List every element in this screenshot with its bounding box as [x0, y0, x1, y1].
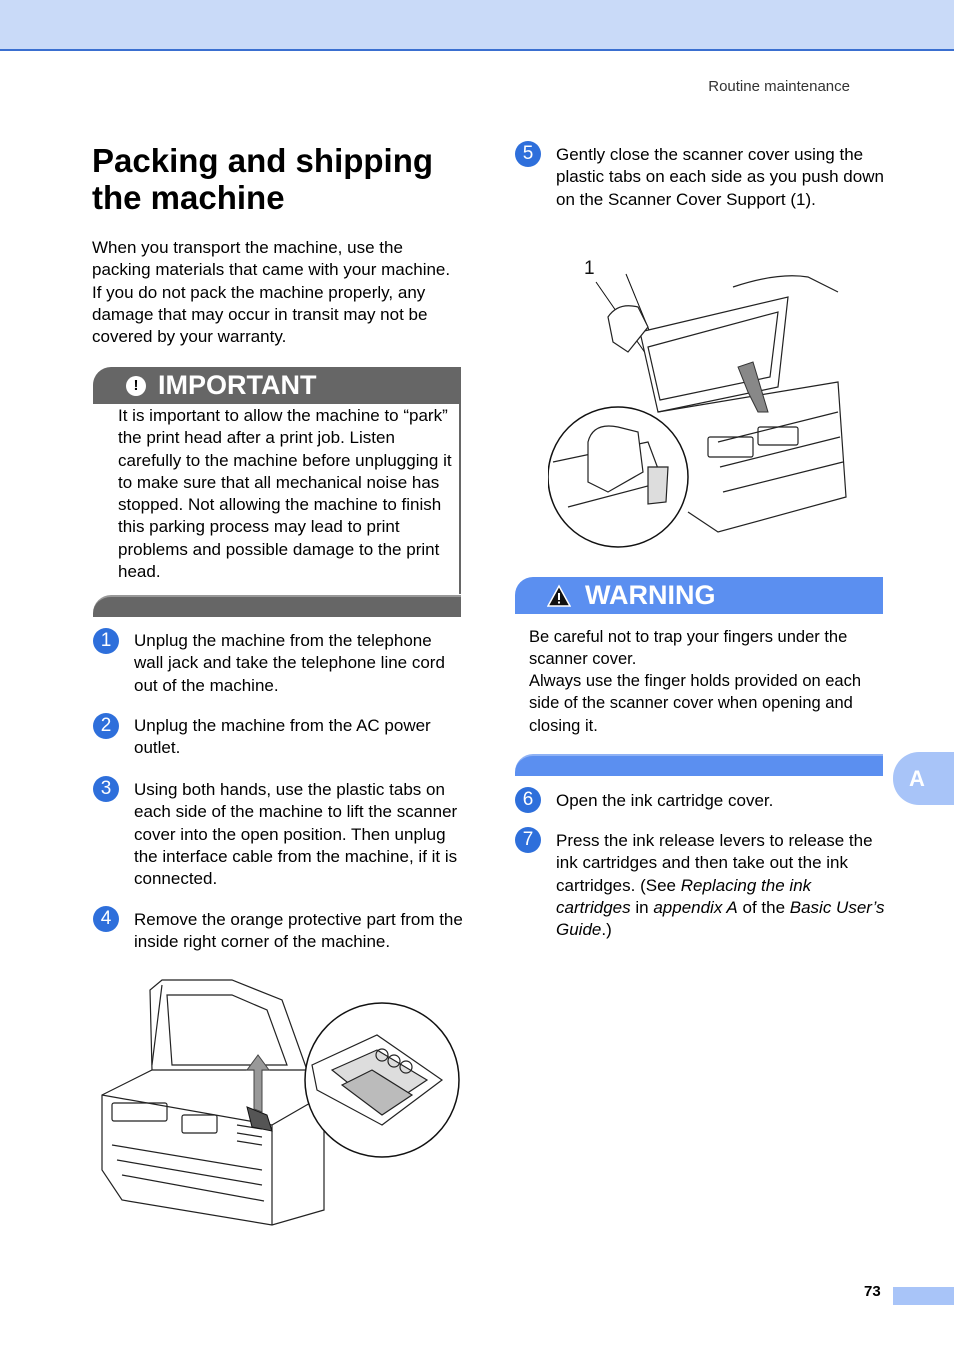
- step-3-text: Using both hands, use the plastic tabs o…: [134, 780, 458, 889]
- step-number-7: 7: [515, 827, 541, 853]
- step-5-text: Gently close the scanner cover using the…: [556, 145, 884, 209]
- warning-label: WARNING: [585, 580, 716, 610]
- step-number-1: 1: [93, 628, 119, 654]
- callout-1: 1: [584, 258, 595, 279]
- step-number-6: 6: [515, 787, 541, 813]
- warning-text-2: Always use the finger holds provided on …: [529, 672, 862, 735]
- printer-open-illustration: [101, 979, 460, 1226]
- warning-footer: [515, 754, 883, 776]
- step-6-text: Open the ink cartridge cover.: [556, 791, 774, 810]
- page-number: 73: [864, 1283, 881, 1300]
- warning-text-1: Be careful not to trap your fingers unde…: [529, 628, 848, 669]
- exclamation-icon: !: [126, 375, 146, 396]
- step-1-text: Unplug the machine from the telephone wa…: [134, 631, 445, 695]
- ref-replacing-ink: Replacing the ink cartridges: [556, 875, 812, 917]
- page-title: Packing and shipping the machine: [92, 142, 434, 216]
- important-label: IMPORTANT: [158, 370, 317, 400]
- ref-basic-guide: Basic User’s Guide: [556, 897, 885, 940]
- warning-header: WARNING: [515, 577, 883, 614]
- page-number-bar: [893, 1287, 954, 1305]
- step-number-3: 3: [93, 776, 119, 802]
- important-header: ! IMPORTANT: [93, 367, 461, 404]
- step-7-text: Press the ink release levers to release …: [556, 831, 885, 940]
- step-2-text: Unplug the machine from the AC power out…: [134, 716, 431, 758]
- step-number-4: 4: [93, 906, 119, 932]
- step-number-2: 2: [93, 713, 119, 739]
- warning-triangle-icon: [547, 583, 571, 607]
- important-footer: [93, 595, 461, 617]
- intro-paragraph: When you transport the machine, use the …: [92, 238, 451, 347]
- printer-closing-illustration: 1: [548, 258, 847, 548]
- important-text: It is important to allow the machine to …: [118, 406, 452, 582]
- important-side-rule: [459, 404, 461, 594]
- appendix-side-tab: A: [893, 752, 954, 805]
- step-4-text: Remove the orange protective part from t…: [134, 910, 463, 952]
- running-head: Routine maintenance: [708, 78, 850, 95]
- step-number-5: 5: [515, 141, 541, 167]
- ref-appendix-a: appendix A: [653, 897, 738, 917]
- top-banner: [0, 0, 954, 51]
